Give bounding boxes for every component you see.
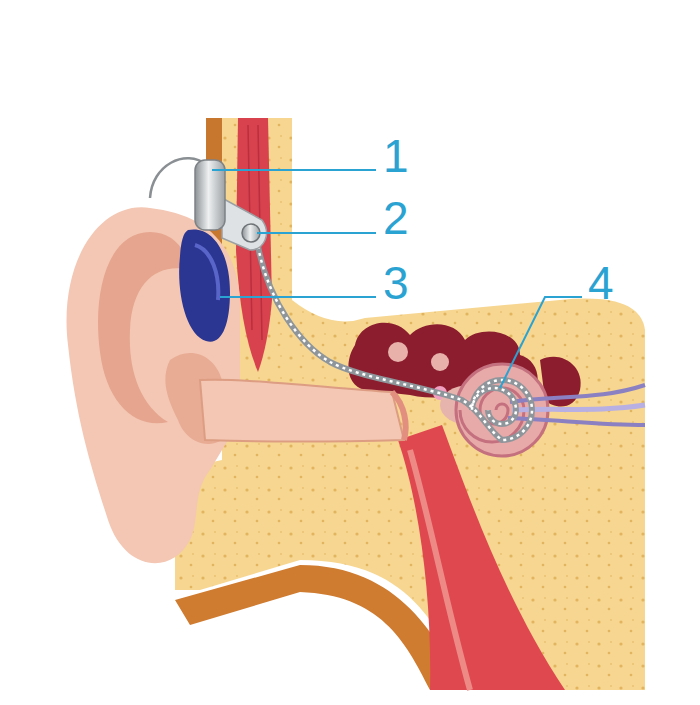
callout-number: 1 <box>383 133 409 179</box>
callout-number: 2 <box>383 195 409 241</box>
skin-layer <box>175 565 462 690</box>
electrode-contacts <box>258 246 532 440</box>
eardrum <box>392 392 406 440</box>
leader-line <box>500 297 582 388</box>
eustachian-tube <box>398 425 565 690</box>
processor-highlight <box>195 245 218 300</box>
leader-lines <box>212 170 582 388</box>
eustachian-highlight <box>410 450 470 690</box>
ossicle <box>388 342 408 362</box>
electrode-lead <box>258 246 532 440</box>
leader-line <box>220 296 376 298</box>
sound-processor <box>179 229 230 341</box>
leader-line <box>257 232 376 234</box>
callout-number: 4 <box>588 260 614 306</box>
leader-line <box>212 169 376 171</box>
receiver-casing <box>222 198 266 250</box>
ossicle <box>431 353 449 371</box>
callout-number: 3 <box>383 260 409 306</box>
ear-canal <box>200 380 404 442</box>
temporal-bone <box>175 118 645 690</box>
